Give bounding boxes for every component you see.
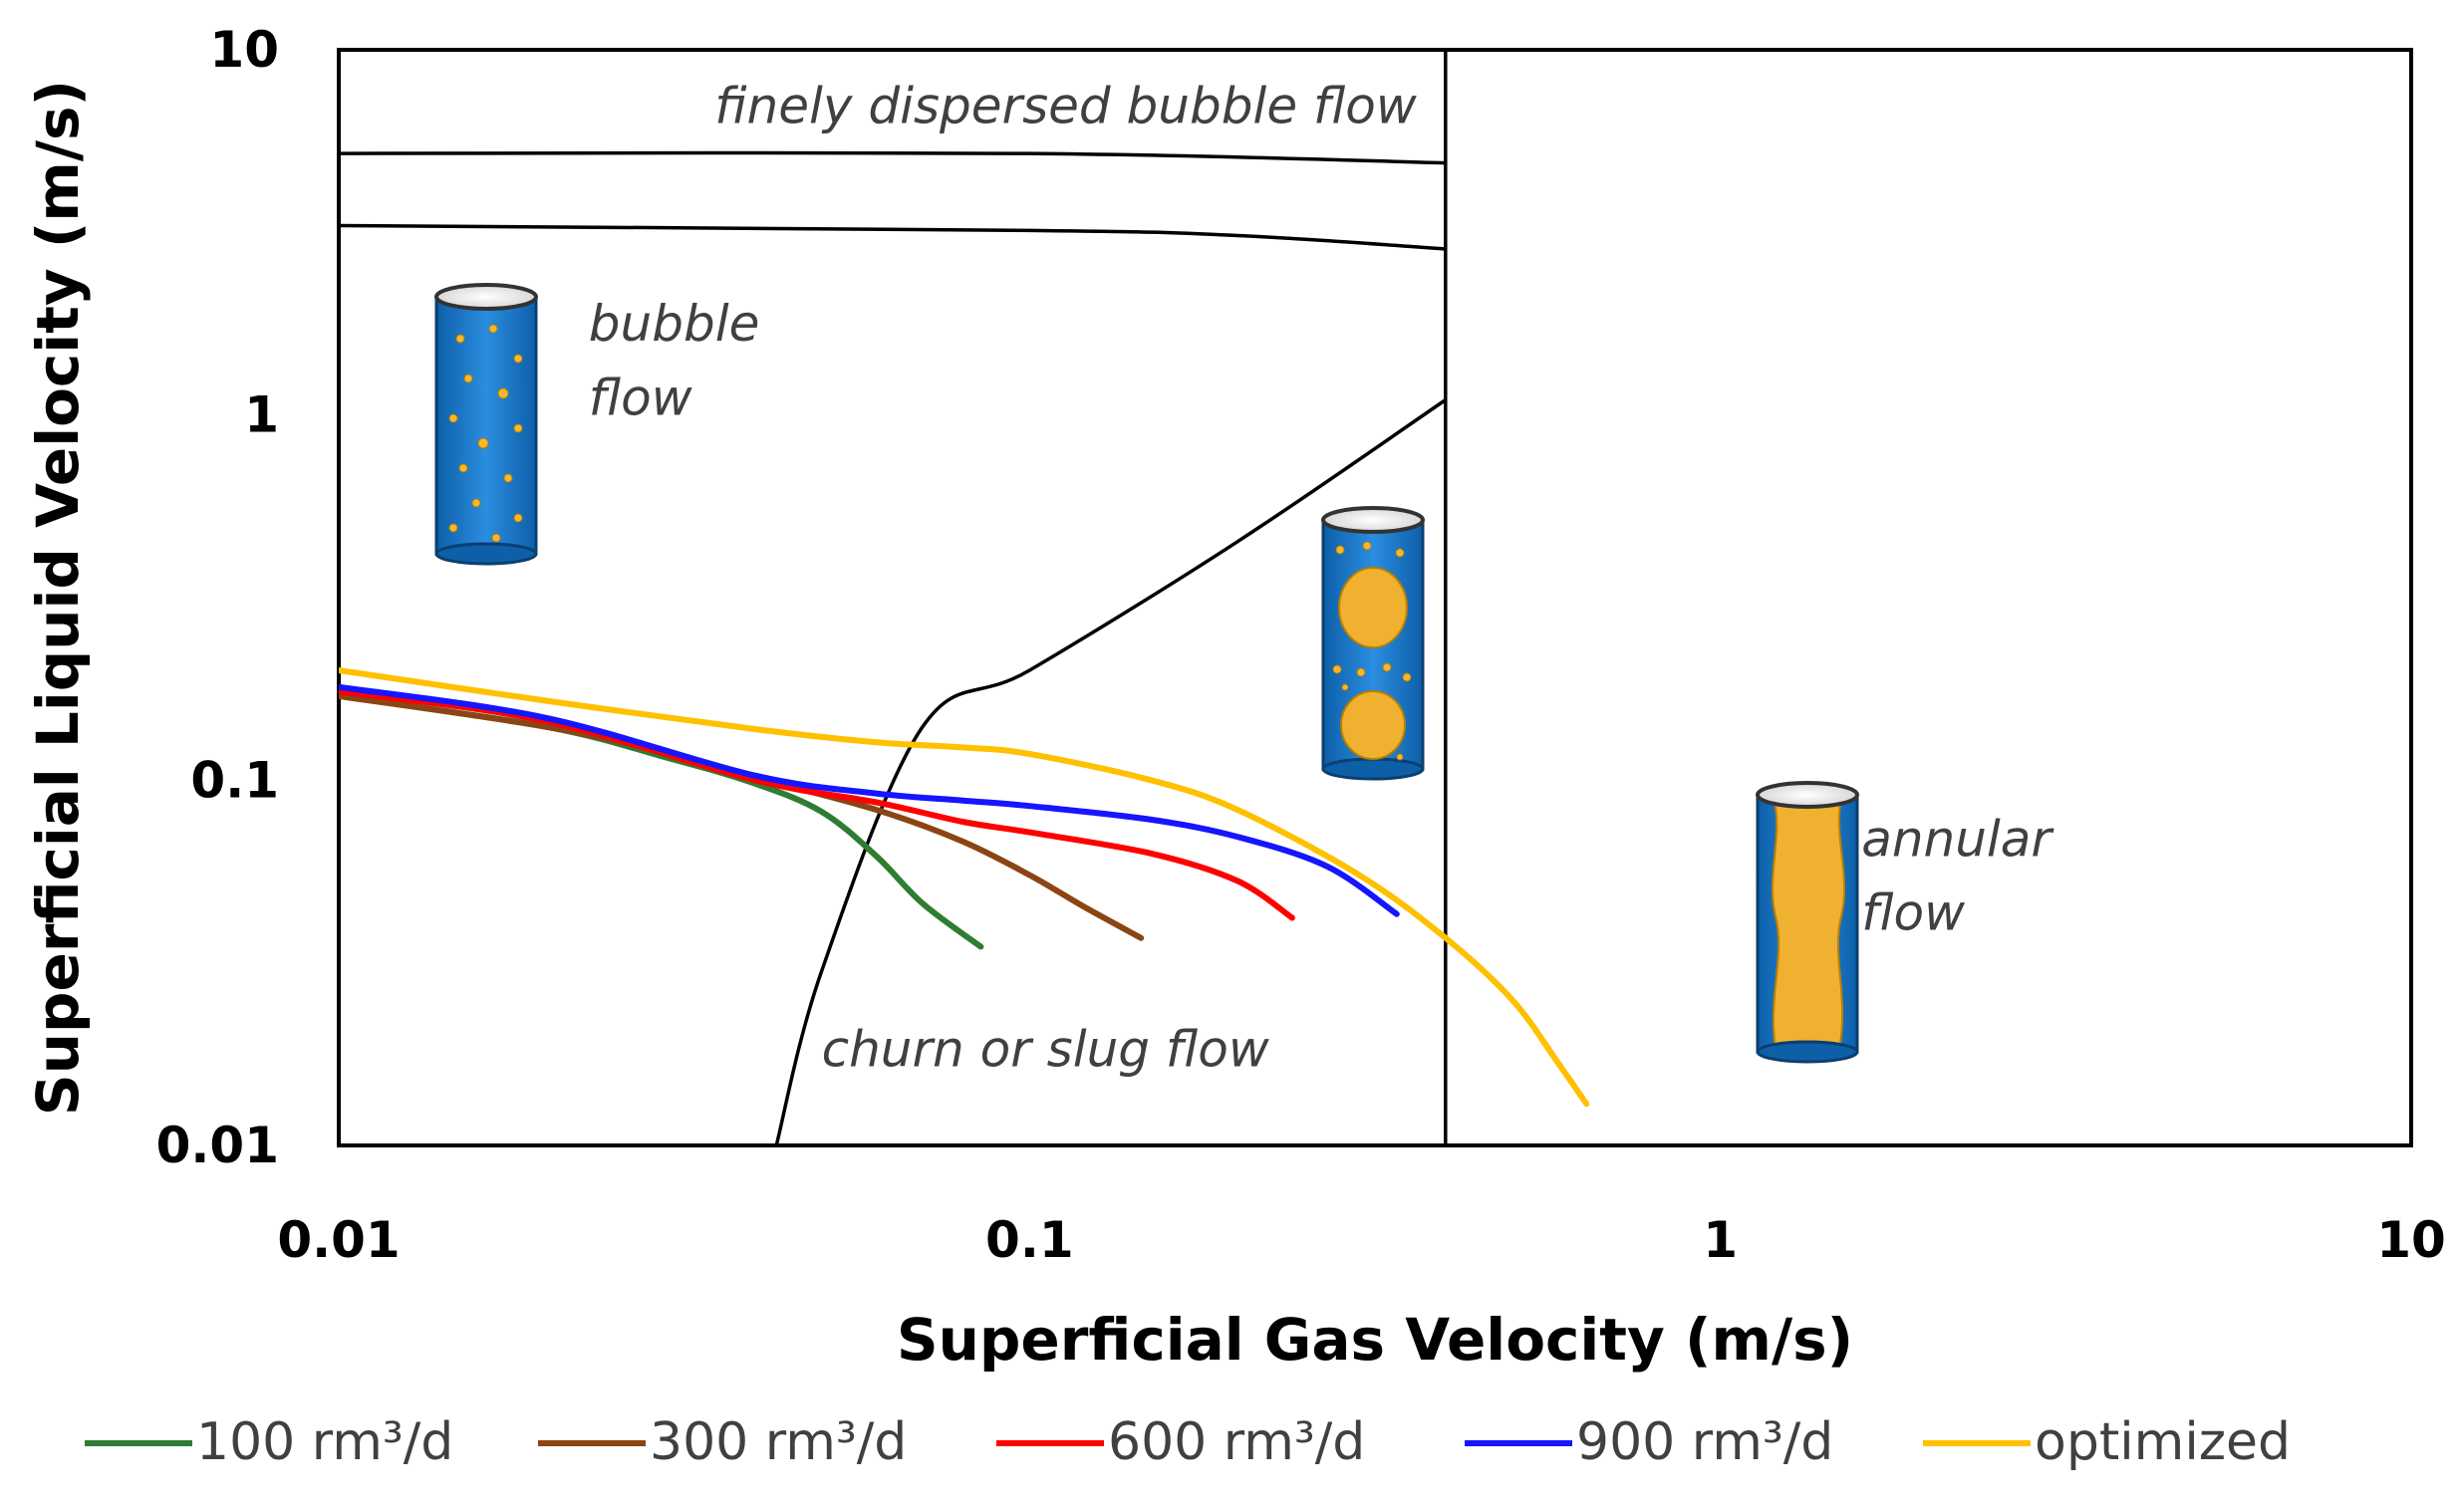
- x-tick-label: 0.01: [277, 1211, 400, 1269]
- region-label: bubble: [589, 295, 760, 353]
- legend-item: 600 rm³/d: [996, 1412, 1365, 1472]
- region-label: annular: [1861, 810, 2054, 868]
- x-axis-title: Superficial Gas Velocity (m/s): [897, 1306, 1853, 1374]
- y-tick-label: 1: [244, 386, 279, 444]
- regime-boundaries: [339, 50, 1448, 1145]
- x-axis-ticks: 0.01 0.1 1 10: [277, 1211, 2445, 1269]
- legend-item: optimized: [1923, 1412, 2291, 1472]
- legend-item: 100 rm³/d: [85, 1412, 453, 1472]
- legend: 100 rm³/d 300 rm³/d 600 rm³/d 900 rm³/d opti…: [85, 1412, 2291, 1472]
- y-axis-title: Superficial Liquid Velocity (m/s): [24, 80, 92, 1116]
- region-label: flow: [1861, 883, 1965, 941]
- x-tick-label: 10: [2376, 1211, 2446, 1269]
- series-line-3: [339, 688, 1295, 921]
- y-tick-label: 0.01: [156, 1117, 279, 1174]
- bubble-flow-tube-illustration: [434, 283, 538, 566]
- series-line-2: [339, 692, 1145, 941]
- series-line-5: [339, 667, 1590, 1108]
- legend-item: 900 rm³/d: [1465, 1412, 1833, 1472]
- annular-flow-tube-illustration: [1756, 781, 1859, 1064]
- region-label: finely dispersed bubble flow: [714, 78, 1417, 135]
- y-tick-label: 0.1: [190, 751, 279, 809]
- legend-label: 100 rm³/d: [196, 1412, 453, 1472]
- legend-label: 900 rm³/d: [1576, 1412, 1833, 1472]
- legend-item: 300 rm³/d: [538, 1412, 907, 1472]
- y-tick-label: 10: [209, 21, 279, 79]
- slug-flow-tube-illustration: [1321, 506, 1425, 781]
- legend-label: optimized: [2035, 1412, 2291, 1472]
- boundary-dispersed-lower: [339, 223, 1446, 251]
- x-tick-label: 0.1: [985, 1211, 1074, 1269]
- legend-label: 600 rm³/d: [1108, 1412, 1365, 1472]
- region-label: churn or slug flow: [822, 1020, 1269, 1078]
- plot-area: [337, 48, 2413, 1147]
- boundary-bubble-slug: [774, 398, 1447, 1145]
- boundary-dispersed-upper: [339, 150, 1446, 165]
- series-line-1: [339, 692, 984, 950]
- region-labels: finely dispersed bubble flow bubble flow ch…: [589, 78, 2055, 1079]
- x-tick-label: 1: [1703, 1211, 1738, 1269]
- series-line-4: [339, 683, 1400, 917]
- y-axis-ticks: 0.01 0.1 1 10: [156, 21, 279, 1174]
- region-label: flow: [589, 370, 692, 427]
- legend-label: 300 rm³/d: [650, 1412, 907, 1472]
- data-series: [339, 667, 1590, 1108]
